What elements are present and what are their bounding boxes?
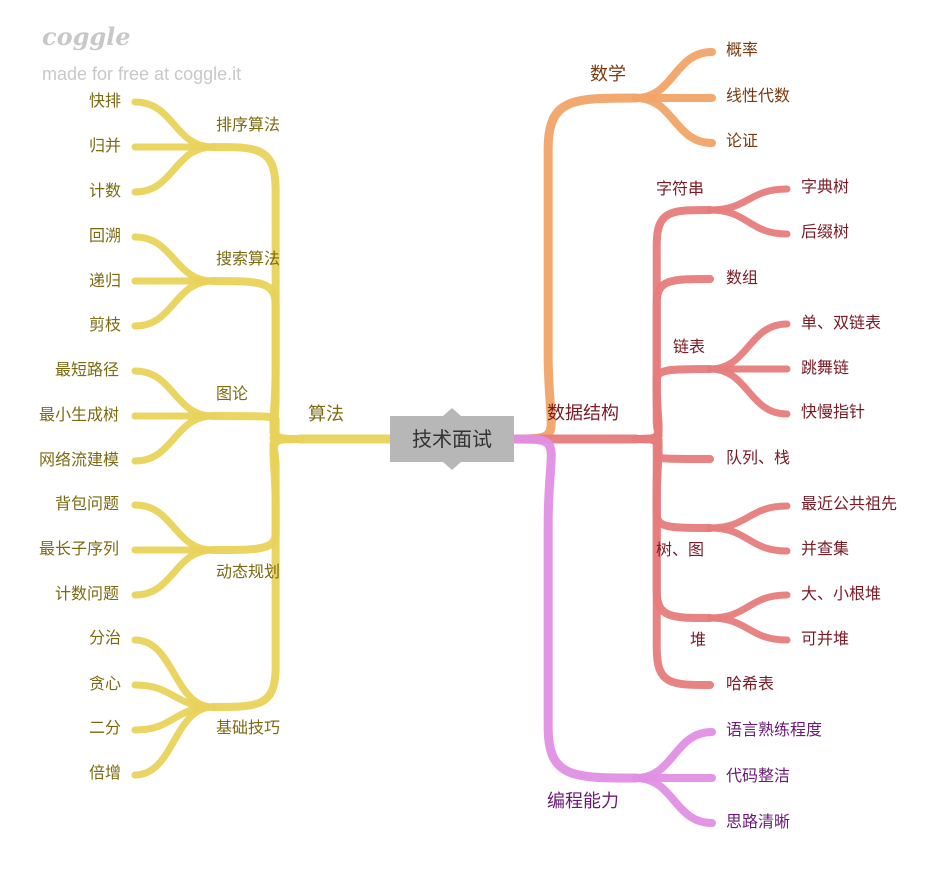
edge-child-0-0-to-leaf-0: [131, 98, 217, 151]
leaf-label-0-4-2[interactable]: 二分: [89, 718, 122, 737]
edge-child-2-5-to-leaf-1: [706, 614, 791, 644]
edge-child-2-0-to-leaf-0: [706, 185, 791, 214]
leaf-label-2-0-0[interactable]: 字典树: [801, 177, 850, 196]
child-label-0-1[interactable]: 搜索算法: [216, 249, 281, 268]
child-label-2-5[interactable]: 堆: [690, 630, 707, 649]
leaf-label-0-2-0[interactable]: 最短路径: [55, 360, 120, 379]
edge-child-2-2-to-leaf-2: [706, 365, 791, 418]
edge-child-2-4-to-leaf-0: [706, 502, 791, 532]
leaf-label-0-1-2[interactable]: 剪枝: [89, 315, 122, 334]
child-label-3-0[interactable]: 语言熟练程度: [726, 720, 823, 739]
leaf-label-0-0-0[interactable]: 快排: [89, 91, 122, 110]
edge-child-0-4-to-leaf-1: [131, 681, 217, 711]
leaf-label-2-2-0[interactable]: 单、双链表: [801, 313, 882, 332]
edge-child-0-1-to-leaf-0: [131, 233, 217, 285]
edge-root-to-branch-1: [509, 93, 641, 444]
edge-child-0-3-to-leaf-0: [131, 501, 217, 554]
edge-branch-2-to-child-1: [632, 275, 714, 443]
edge-child-0-2-to-leaf-2: [131, 412, 217, 465]
child-label-0-3[interactable]: 动态规划: [216, 562, 281, 581]
edge-branch-1-to-child-2: [632, 94, 716, 147]
leaf-label-2-4-0[interactable]: 最近公共祖先: [801, 494, 898, 513]
edge-child-0-3-to-leaf-2: [131, 546, 217, 599]
branch-label-1[interactable]: 数学: [590, 64, 626, 85]
edge-child-2-0-to-leaf-1: [706, 206, 791, 238]
child-label-1-0[interactable]: 概率: [726, 40, 759, 59]
edge-child-2-5-to-leaf-0: [706, 591, 791, 622]
leaf-label-2-4-1[interactable]: 并查集: [801, 539, 850, 558]
child-label-2-4[interactable]: 树、图: [656, 540, 705, 559]
child-label-2-3[interactable]: 队列、栈: [726, 448, 791, 467]
leaf-label-2-2-2[interactable]: 快慢指针: [801, 402, 866, 421]
leaf-label-2-5-0[interactable]: 大、小根堆: [801, 584, 882, 603]
child-label-0-4[interactable]: 基础技巧: [216, 718, 281, 737]
edge-child-0-4-to-leaf-3: [131, 703, 217, 779]
edge-branch-2-to-child-6: [632, 435, 714, 689]
edge-branch-0-to-child-4: [209, 435, 304, 711]
edge-branch-0-to-child-3: [209, 435, 304, 554]
edge-child-0-0-to-leaf-2: [131, 143, 217, 196]
leaf-label-0-0-1[interactable]: 归并: [89, 136, 122, 155]
leaf-label-0-3-2[interactable]: 计数问题: [55, 584, 120, 603]
leaf-label-2-2-1[interactable]: 跳舞链: [801, 358, 850, 377]
child-label-2-1[interactable]: 数组: [726, 268, 759, 287]
edge-branch-2-to-child-4: [632, 435, 714, 532]
edge-child-2-2-to-leaf-0: [706, 320, 791, 373]
leaf-label-0-3-0[interactable]: 背包问题: [55, 494, 120, 513]
root-node-bottom-notch: [443, 462, 461, 470]
coggle-tagline[interactable]: made for free at coggle.it: [42, 64, 242, 84]
branch-label-0[interactable]: 算法: [308, 404, 344, 425]
leaf-label-0-2-1[interactable]: 最小生成树: [39, 405, 120, 424]
leaf-label-0-0-2[interactable]: 计数: [89, 181, 122, 200]
root-node-top-notch: [443, 408, 461, 416]
leaf-label-0-4-3[interactable]: 倍增: [89, 763, 122, 782]
edge-child-0-1-to-leaf-2: [131, 277, 217, 330]
edge-child-0-2-to-leaf-0: [131, 367, 217, 420]
leaf-label-0-3-1[interactable]: 最长子序列: [39, 539, 120, 558]
branch-label-3[interactable]: 编程能力: [547, 791, 619, 812]
edge-branch-3-to-child-0: [632, 728, 716, 782]
leaf-label-0-1-1[interactable]: 递归: [89, 271, 122, 290]
child-label-0-2[interactable]: 图论: [216, 384, 249, 403]
edge-branch-1-to-child-0: [632, 48, 716, 102]
edge-branch-3-to-child-2: [632, 774, 716, 827]
leaf-label-0-4-0[interactable]: 分治: [89, 628, 122, 647]
root-node-label: 技术面试: [412, 427, 492, 451]
root-node-box: [390, 416, 514, 462]
child-label-1-2[interactable]: 论证: [726, 131, 759, 150]
coggle-logo[interactable]: coggle: [42, 22, 131, 51]
edge-root-to-branch-3: [509, 434, 641, 783]
child-label-3-1[interactable]: 代码整洁: [726, 766, 791, 785]
edge-child-2-4-to-leaf-1: [706, 524, 791, 555]
leaf-label-0-2-2[interactable]: 网络流建模: [39, 450, 120, 469]
child-label-1-1[interactable]: 线性代数: [726, 86, 791, 105]
leaf-label-0-1-0[interactable]: 回溯: [89, 226, 122, 245]
edge-branch-2-to-child-2: [632, 365, 714, 443]
child-label-2-0[interactable]: 字符串: [656, 179, 705, 198]
leaf-label-0-4-1[interactable]: 贪心: [89, 674, 122, 693]
child-label-2-2[interactable]: 链表: [673, 337, 706, 356]
child-label-3-2[interactable]: 思路清晰: [726, 812, 791, 831]
leaf-label-2-0-1[interactable]: 后缀树: [801, 222, 850, 241]
leaf-label-2-5-1[interactable]: 可并堆: [801, 629, 850, 648]
branch-label-2[interactable]: 数据结构: [547, 403, 619, 424]
child-label-0-0[interactable]: 排序算法: [216, 115, 281, 134]
edge-branch-2-to-child-0: [632, 206, 714, 443]
child-label-2-6[interactable]: 哈希表: [726, 674, 775, 693]
